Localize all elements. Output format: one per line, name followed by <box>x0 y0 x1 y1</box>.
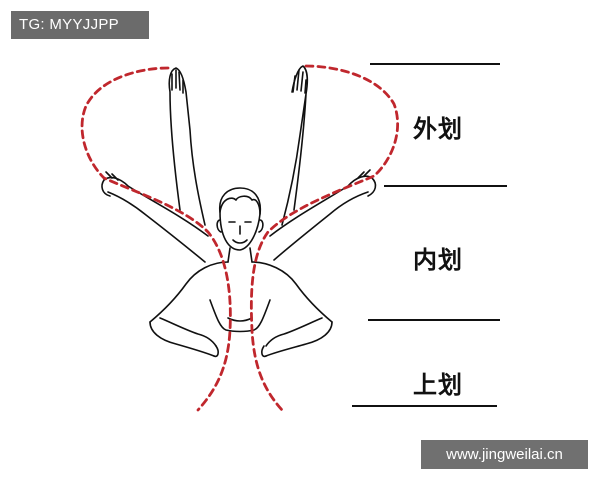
arm-left-lower <box>149 317 217 357</box>
phase-dividers <box>352 63 507 407</box>
label-upper-stroke: 上划 <box>413 371 463 399</box>
face <box>228 221 252 244</box>
neck <box>227 247 253 263</box>
hand-right-raised <box>292 69 307 94</box>
hand-left-horizontal <box>101 171 119 197</box>
chest-detail <box>227 317 253 322</box>
ears <box>216 219 264 233</box>
watermark-bottom-url: www.jingweilai.cn <box>421 440 588 469</box>
hand-right-horizontal <box>357 169 377 197</box>
hair <box>219 195 261 215</box>
label-inner-stroke: 内划 <box>413 246 463 274</box>
hand-path-right <box>249 64 399 412</box>
swimmer-figure <box>101 65 377 358</box>
arm-right-raised <box>281 65 309 226</box>
hand-path-left <box>80 66 232 412</box>
hand-left-raised <box>171 69 184 94</box>
arm-right-lower <box>265 317 333 357</box>
arm-left-raised <box>168 67 206 226</box>
hand-right-lower <box>261 345 267 358</box>
watermark-top-label: TG: MYYJJPP <box>11 11 149 39</box>
torso <box>149 261 333 333</box>
hand-path <box>80 64 399 412</box>
label-outer-stroke: 外划 <box>413 115 463 143</box>
hand-left-lower <box>213 345 219 358</box>
